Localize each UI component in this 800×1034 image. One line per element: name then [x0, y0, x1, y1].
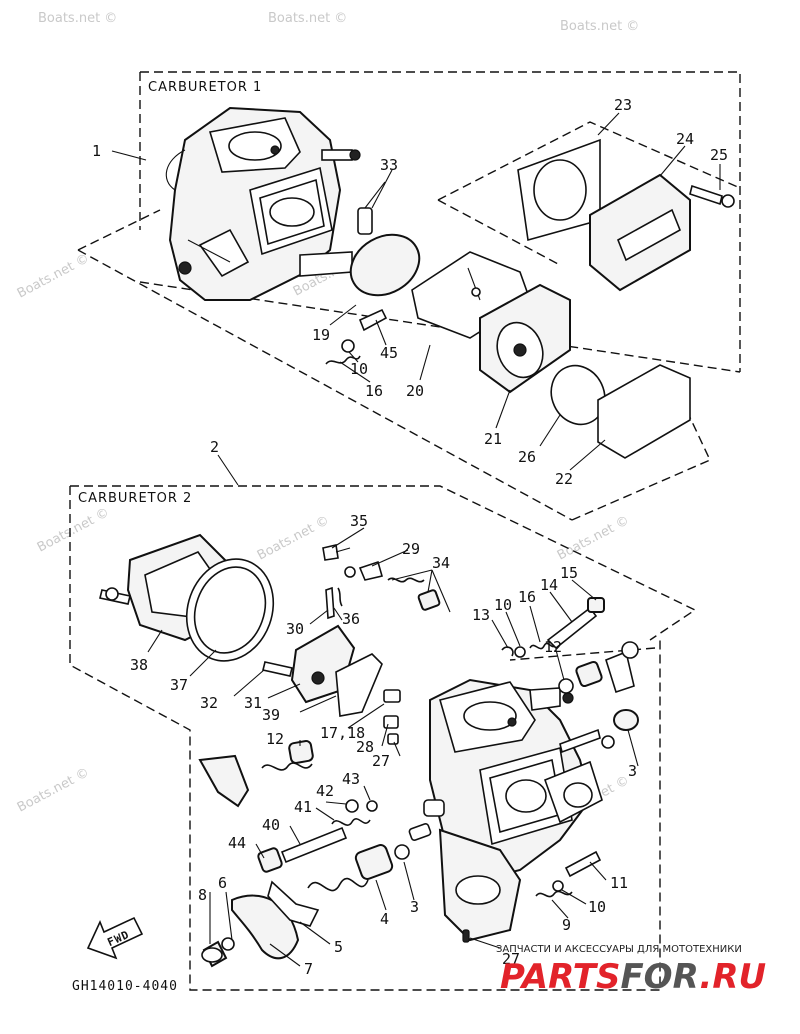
callout: 8: [198, 886, 207, 904]
callout: 11: [610, 874, 628, 892]
callout: 12: [544, 638, 562, 656]
carburetor-2-leaders: [147, 527, 639, 967]
callout: 10: [494, 596, 512, 614]
callout: 19: [312, 326, 330, 344]
callout: 2: [210, 438, 219, 456]
callout: 10: [350, 360, 368, 378]
callout: 34: [432, 554, 450, 572]
callout: 40: [262, 816, 280, 834]
callout: 6: [218, 874, 227, 892]
callout: 42: [316, 782, 334, 800]
callout: 21: [484, 430, 502, 448]
callout: 32: [200, 694, 218, 712]
callout: 1: [92, 142, 101, 160]
callout: 7: [304, 960, 313, 978]
callout: 3: [410, 898, 419, 916]
callout: 17,18: [320, 724, 365, 742]
watermark: Boats.net ©: [255, 513, 332, 563]
callout: 13: [472, 606, 490, 624]
brand-tagline: ЗАПЧАСТИ И АКСЕССУАРЫ ДЛЯ МОТОТЕХНИКИ: [496, 944, 742, 955]
callout: 33: [380, 156, 398, 174]
watermark: Boats.net ©: [15, 765, 92, 815]
callout: 35: [350, 512, 368, 530]
watermark: Boats.net ©: [15, 251, 92, 301]
carburetor-1-leaders: [111, 112, 721, 471]
callout: 9: [562, 916, 571, 934]
carburetor-2-callouts: 35 29 34 30 36 13 10 16 14 15 12 3 38 37…: [130, 512, 637, 978]
callout: 30: [286, 620, 304, 638]
callout: 43: [342, 770, 360, 788]
watermark: Boats.net ©: [555, 513, 632, 563]
callout: 15: [560, 564, 578, 582]
callout: 29: [402, 540, 420, 558]
callout: 37: [170, 676, 188, 694]
carburetor-2-body-icon: [429, 678, 603, 942]
callout: 45: [380, 344, 398, 362]
callout: 5: [334, 938, 343, 956]
carburetor-1-frame: CARBURETOR 1: [77, 71, 741, 521]
callout: 3: [628, 762, 637, 780]
callout: 27: [502, 950, 520, 968]
callout: 38: [130, 656, 148, 674]
screw-icon: [357, 207, 373, 235]
callout: 36: [342, 610, 360, 628]
watermark: Boats.net ©: [38, 11, 117, 26]
callout: 41: [294, 798, 312, 816]
callout: 26: [518, 448, 536, 466]
brand-name-tld: .RU: [699, 957, 766, 997]
carburetor-2-title: CARBURETOR 2: [78, 491, 192, 506]
callout: 22: [555, 470, 573, 488]
brand-logo: ЗАПЧАСТИ И АКСЕССУАРЫ ДЛЯ МОТОТЕХНИКИ PA…: [496, 944, 766, 997]
callout: 24: [676, 130, 694, 148]
carburetor-1-body-icon: [165, 106, 361, 301]
watermark: Boats.net ©: [560, 19, 639, 34]
callout: 4: [380, 910, 389, 928]
brand-name-mid: FOR: [620, 957, 699, 997]
callout: 20: [406, 382, 424, 400]
callout: 10: [588, 898, 606, 916]
callout: 16: [518, 588, 536, 606]
callout: 28: [356, 738, 374, 756]
carburetor-2-parts: [99, 533, 639, 968]
brand-name: PARTSFOR.RU: [500, 957, 766, 997]
fwd-arrow-icon: FWD: [86, 916, 144, 960]
callout: 23: [614, 96, 632, 114]
carburetor-1-title: CARBURETOR 1: [148, 80, 262, 95]
brand-name-red: PARTS: [500, 957, 620, 997]
watermark: Boats.net ©: [268, 11, 347, 26]
carburetor-1-callouts: 1 33 23 24 25 19 45 10 16 20 21 26 22: [92, 96, 728, 488]
callout: 39: [262, 706, 280, 724]
carburetor-1-parts: [325, 138, 735, 459]
callout: 31: [244, 694, 262, 712]
callout: 27: [372, 752, 390, 770]
diagram-code: GH14010-4040: [72, 979, 178, 994]
carburetor-2-frame: 2 CARBURETOR 2: [69, 438, 697, 991]
callout: 44: [228, 834, 246, 852]
callout: 16: [365, 382, 383, 400]
callout: 25: [710, 146, 728, 164]
callout: 12: [266, 730, 284, 748]
callout: 14: [540, 576, 558, 594]
watermark: Boats.net ©: [35, 505, 112, 555]
